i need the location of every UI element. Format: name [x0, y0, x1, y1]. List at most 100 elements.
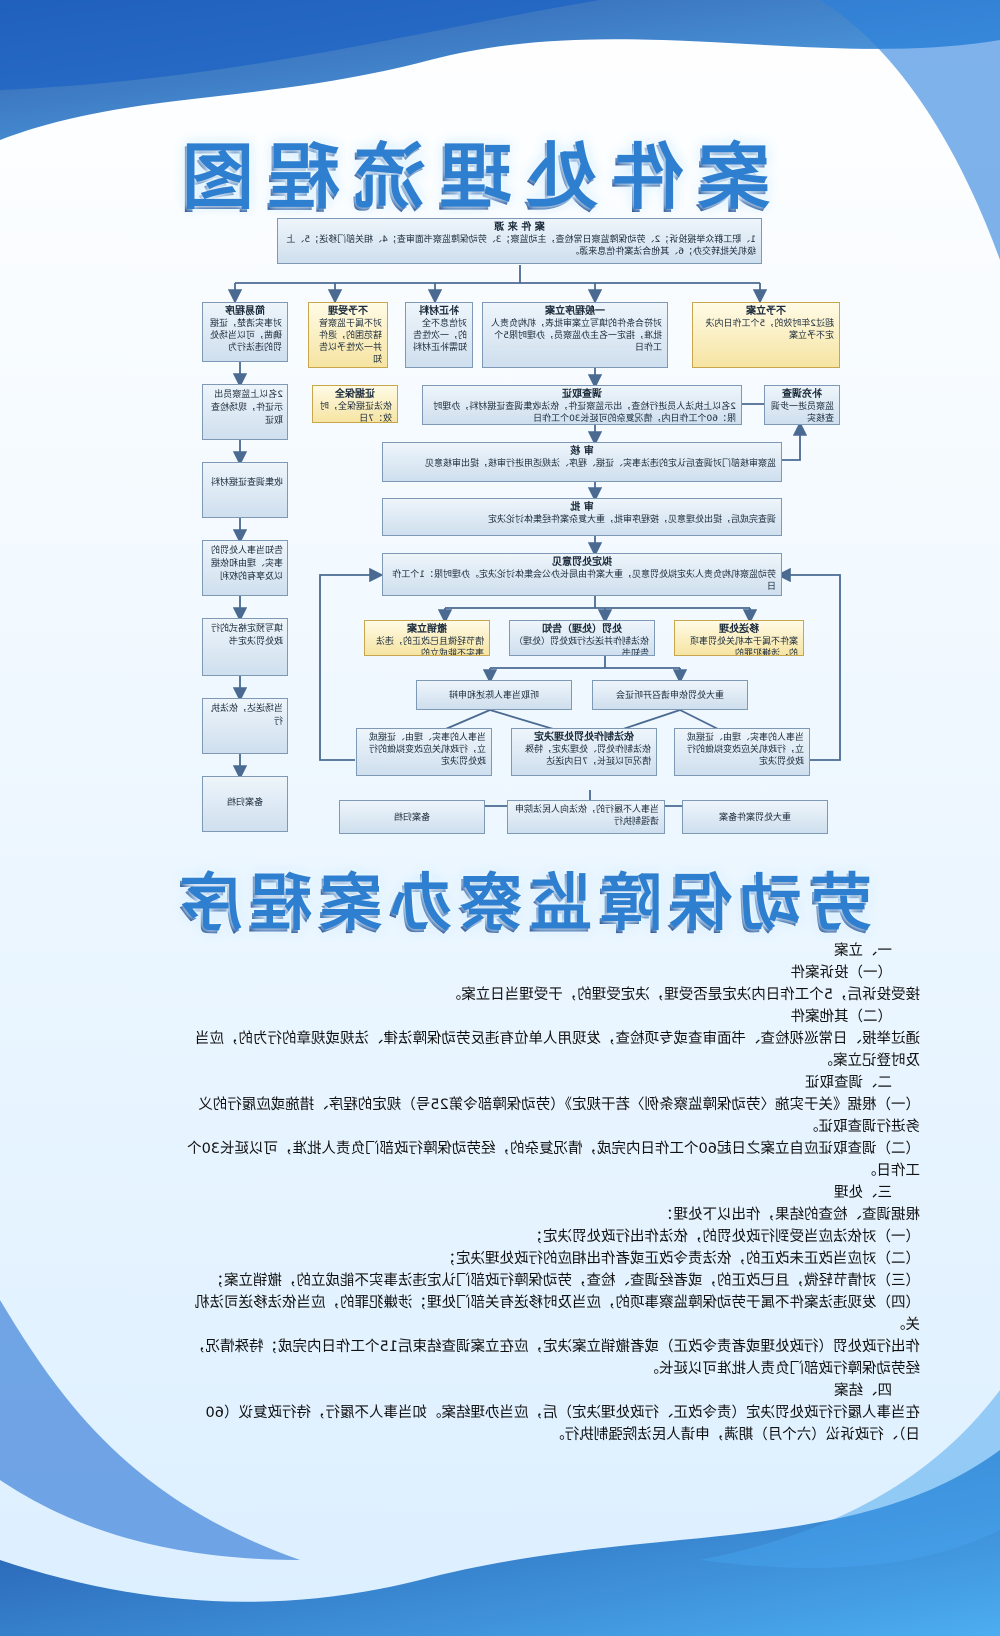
- box-review-title: 审 核: [570, 446, 594, 457]
- box-investigate-body: 2名以上执法人员进行检查，出示监察证件，依法收集调查证据材料，办理时限：60个工…: [433, 402, 736, 424]
- procedure-line: 作出行政处罚（行政处理或者责令改正）或者撤销立案决定，应在立案调查结束后15个工…: [191, 1339, 920, 1355]
- box-penalty-notice-body: 依法制作并送达行政处罚（处理）告知书: [518, 637, 649, 656]
- procedure-line: 关。: [891, 1317, 920, 1333]
- box-no-case-title: 不予立案: [746, 306, 786, 317]
- box-proposed-opinion-title: 拟定处罚意见: [552, 557, 612, 568]
- box-case-source-body: 1、职工群众举报投诉；2、劳动保障监察日常检查，主动监察；3、劳动保障监察书面审…: [286, 235, 756, 257]
- box-supplement-body: 对信息不全的，一次性告知需补正材料: [412, 319, 467, 353]
- box-statement-body: 听取当事人陈述和申辩: [449, 691, 540, 701]
- box-decision-body: 依法制作处罚、处理决定，特殊情况可以延长，7日内送达: [524, 745, 651, 767]
- box-supplement: 补正材料 对信息不全的，一次性告知需补正材料: [405, 302, 473, 368]
- box-major-record: 重大处罚案件备案: [682, 800, 828, 834]
- box-no-case-body: 超过2年时效的，5个工作日内决定不予立案: [705, 319, 834, 341]
- box-approve: 审 批 调查完成后，提出处理意见，按程序审批，重大复杂案件经集体讨论决定: [382, 498, 782, 536]
- box-adopt-right-body: 当事人的事实、理由、证据成立，行政机关应改变拟做的行政处罚决定: [368, 733, 486, 767]
- procedure-line: （三）对情节轻微，且已改正的，或者经调查、检查，劳动保障行政部门认定违法事实不能…: [209, 1273, 921, 1289]
- procedure-line: 在当事人履行行政处罚决定（责令改正、行政处理决定）后，应当办理结案。如当事人不履…: [205, 1405, 920, 1421]
- box-extra-investigate-title: 补充调查: [782, 389, 822, 400]
- box-archive-side-body: 备案归档: [227, 798, 264, 808]
- box-reject-body: 对不属于监察管辖范围的，退件并一次性予以告知: [318, 319, 382, 365]
- procedure-line: （四）发现违法案件不属于劳动保障监察事项的，应当及时移送有关部门处理；涉嫌犯罪的…: [195, 1295, 920, 1311]
- box-penalty-notice: 处罚（处理）告知 依法制作并送达行政处罚（处理）告知书: [509, 620, 655, 656]
- box-transfer-body: 案件不属于本机关处罚事项的，涉嫌犯罪的: [689, 637, 798, 656]
- box-transfer: 移送处理 案件不属于本机关处罚事项的，涉嫌犯罪的: [674, 620, 804, 656]
- box-no-case: 不予立案 超过2年时效的，5个工作日内决定不予立案: [692, 302, 840, 368]
- box-revoke-title: 撤销立案: [407, 624, 447, 635]
- procedure-line: （二）其他案件: [790, 1009, 893, 1025]
- box-notify-body: 告知当事人处罚的事实、理由和依据以及享有的权利: [210, 546, 283, 582]
- box-general-program-title: 一般程序立案: [545, 306, 605, 317]
- box-decision: 依法制作处罚处理决定 依法制作处罚、处理决定，特殊情况可以延长，7日内送达: [511, 728, 657, 776]
- procedure-line: 及时登记立案。: [818, 1053, 921, 1069]
- box-general-program: 一般程序立案 对符合条件的填写立案审批表，机构负责人批准，指定一名主办监察员，办…: [482, 302, 668, 368]
- box-notify: 告知当事人处罚的事实、理由和依据以及享有的权利: [202, 540, 288, 596]
- box-adopt-left: 当事人的事实、理由、证据成立，行政机关应改变拟做的行政处罚决定: [674, 728, 810, 776]
- box-simple-program-title: 简易程序: [225, 306, 265, 317]
- procedure-line: 工作日。: [862, 1163, 920, 1179]
- procedure-line: 通过举报、日常巡视检查、书面审查或专项检查，发现用人单位有违反劳动保障法律、法规…: [195, 1031, 920, 1047]
- box-evidence-keep-body: 依法证据保全，时效：7日: [319, 402, 392, 423]
- procedure-line: （二）调查取证应自立案之日起60个工作日内完成，情况复杂的，经劳动保障行政部门负…: [187, 1141, 920, 1157]
- box-evidence-keep-title: 证据保全: [335, 389, 375, 400]
- box-evidence-keep: 证据保全 依法证据保全，时效：7日: [312, 385, 398, 423]
- box-proposed-opinion: 拟定处罚意见 劳动监察机构负责人决定拟处罚意见，重大案件由局长办公会集体讨论决定…: [382, 553, 782, 596]
- box-statement: 听取当事人陈述和申辩: [416, 680, 572, 710]
- box-decision-title: 依法制作处罚处理决定: [534, 732, 634, 743]
- procedure-line: 日）、行政诉讼（六个月）期满，申请人民法院强制执行。: [550, 1427, 920, 1443]
- flow-connectors: [227, 265, 841, 822]
- box-hearing: 重大处罚依申请召开听证会: [592, 680, 748, 710]
- box-general-program-body: 对符合条件的填写立案审批表，机构负责人批准，指定一名主办监察员，办理时限5个工作…: [490, 319, 662, 353]
- box-penalty-notice-title: 处罚（处理）告知: [542, 624, 622, 635]
- procedure-line: 三、处理: [834, 1185, 892, 1201]
- box-enforce: 当事人不履行的，依法向人民法院申请强制执行: [507, 800, 665, 834]
- box-collect: 收集调查证据材料: [202, 462, 288, 518]
- procedure-line: 四、结案: [834, 1383, 892, 1399]
- box-case-source: 案 件 来 源 1、职工群众举报投诉；2、劳动保障监察日常检查，主动监察；3、劳…: [277, 218, 762, 264]
- box-reject-title: 不予受理: [328, 306, 368, 317]
- procedure-title: 劳动保障监察办案程序: [171, 866, 872, 939]
- box-review: 审 核 监察审核部门对调查后认定的违法事实、证据、程序、法规适用进行审核，提出审…: [382, 442, 782, 482]
- box-adopt-right: 当事人的事实、理由、证据成立，行政机关应改变拟做的行政处罚决定: [356, 728, 492, 776]
- box-collect-body: 收集调查证据材料: [210, 478, 283, 488]
- box-approve-title: 审 批: [570, 502, 594, 513]
- box-deliver-side: 当场送达，依法执行: [202, 698, 288, 754]
- procedure-line: 根据调查、检查的结果，作出以下处理：: [659, 1207, 920, 1223]
- procedure-line: 一、立案: [834, 943, 892, 959]
- box-approve-body: 调查完成后，提出处理意见，按程序审批，重大复杂案件经集体讨论决定: [487, 515, 776, 525]
- box-extra-investigate-body: 监察员进一步调查核实: [770, 402, 834, 424]
- box-archive: 备案归档: [339, 800, 485, 834]
- box-revoke: 撤销立案 情节轻微且已改正的，违法事实不能成立的: [364, 620, 490, 656]
- procedure-line: （二）对应当改正未改正的，依法责令改正或者作出相应的行政处理决定；: [441, 1251, 921, 1267]
- box-deliver-side-body: 当场送达，依法执行: [210, 704, 283, 727]
- box-hearing-body: 重大处罚依申请召开听证会: [616, 691, 725, 701]
- box-onsite-check: 2名以上监察员出示证件，现场检查取证: [202, 384, 288, 440]
- box-revoke-body: 情节轻微且已改正的，违法事实不能成立的: [375, 637, 484, 656]
- box-fill-form: 填写预定格式的行政处罚决定书: [202, 618, 288, 676]
- box-supplement-title: 补正材料: [419, 306, 459, 317]
- procedure-line: 二、调查取证: [805, 1075, 892, 1091]
- box-transfer-title: 移送处理: [719, 624, 759, 635]
- box-adopt-left-body: 当事人的事实、理由、证据成立，行政机关应改变拟做的行政处罚决定: [686, 733, 804, 767]
- box-investigate: 调查取证 2名以上执法人员进行检查，出示监察证件，依法收集调查证据材料，办理时限…: [422, 385, 742, 425]
- box-case-source-title: 案 件 来 源: [494, 222, 545, 233]
- box-reject: 不予受理 对不属于监察管辖范围的，退件并一次性予以告知: [308, 302, 388, 368]
- box-investigate-title: 调查取证: [562, 389, 602, 400]
- box-proposed-opinion-body: 劳动监察机构负责人决定拟处罚意见，重大案件由局长办公会集体讨论决定。办理时限：1…: [392, 570, 776, 592]
- box-review-body: 监察审核部门对调查后认定的违法事实、证据、程序、法规适用进行审核，提出审核意见: [424, 459, 776, 469]
- box-major-record-body: 重大处罚案件备案: [719, 813, 792, 823]
- procedure-line: （一）对依法应当受到行政处罚的，依法作出行政处罚决定；: [528, 1229, 921, 1245]
- box-simple-program-body: 对事实清楚，证据确凿，可以当场处罚的违法行为: [209, 319, 282, 353]
- procedure-text: 一、立案 （一）投诉案件接受投诉后，5个工作日内决定是否受理，决定受理的，于受理当…: [120, 940, 920, 1446]
- procedure-line: 接受投诉后，5个工作日内决定是否受理，决定受理的，于受理当日立案。: [446, 987, 920, 1003]
- box-extra-investigate: 补充调查 监察员进一步调查核实: [764, 385, 840, 425]
- box-onsite-check-body: 2名以上监察员出示证件，现场检查取证: [210, 390, 283, 426]
- procedure-line: （一）投诉案件: [790, 965, 893, 981]
- box-archive-body: 备案归档: [394, 813, 431, 823]
- box-simple-program: 简易程序 对事实清楚，证据确凿，可以当场处罚的违法行为: [202, 302, 288, 362]
- box-enforce-body: 当事人不履行的，依法向人民法院申请强制执行: [514, 805, 659, 827]
- box-archive-side: 备案归档: [202, 776, 288, 832]
- procedure-line: （一）根据《关于实施〈劳动保障监察条例〉若干规定》（劳动保障部令第25号）规定的…: [198, 1097, 920, 1113]
- procedure-line: 经劳动保障行政部门负责人批准可以延长。: [644, 1361, 921, 1377]
